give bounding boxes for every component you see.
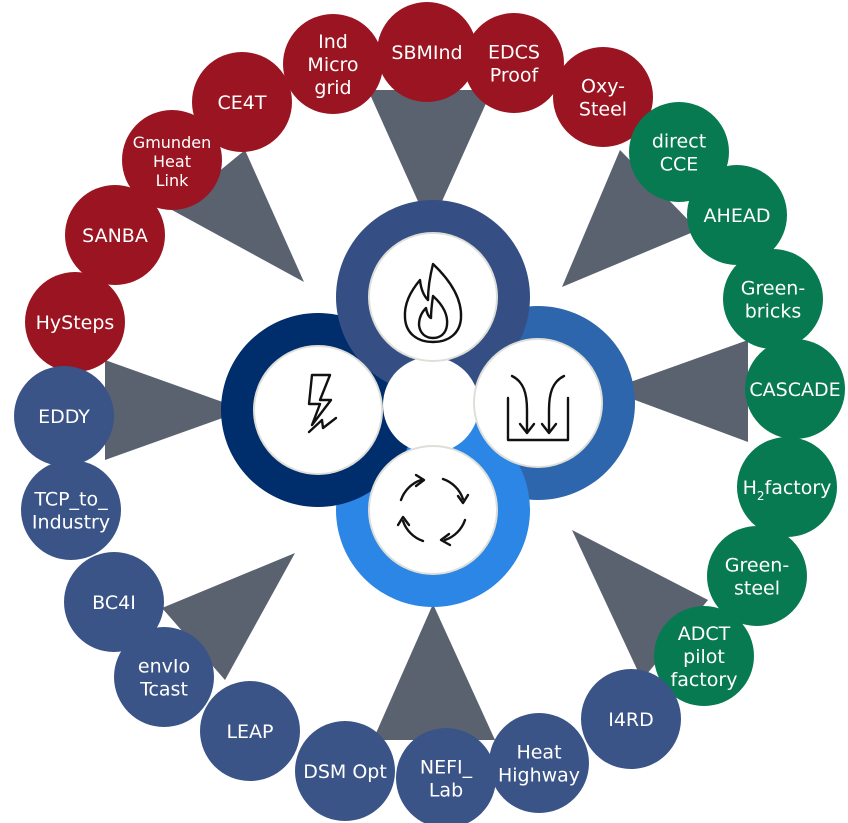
project-node-green: H2factory — [737, 437, 837, 537]
arrow-bottom-left — [162, 553, 295, 680]
project-node-red: CE4T — [192, 52, 292, 152]
flame-icon — [403, 262, 463, 344]
project-circle — [581, 669, 681, 769]
arrow-top — [368, 90, 492, 228]
project-node-green: Green-steel — [707, 526, 807, 626]
project-circle — [192, 52, 292, 152]
project-circle — [114, 627, 214, 727]
project-label: TCP_to_Industry — [32, 489, 110, 534]
project-circle — [396, 728, 496, 823]
project-circle — [122, 110, 222, 210]
arrows-into-container-icon — [506, 374, 570, 442]
project-node-navy: BC4I — [64, 552, 164, 652]
project-label: CE4T — [218, 92, 267, 114]
project-label: DSM Opt — [303, 761, 387, 783]
project-circle — [489, 713, 589, 813]
cycle-arrows-icon — [396, 473, 470, 547]
arrow-bottom — [373, 604, 495, 740]
project-label: H2factory — [743, 477, 832, 503]
project-node-navy: I4RD — [581, 669, 681, 769]
project-label: Green-bricks — [741, 278, 805, 323]
project-circle — [200, 681, 300, 781]
project-node-red: SANBA — [65, 185, 165, 285]
project-circle — [629, 102, 729, 202]
project-circle — [687, 165, 787, 265]
project-label: EDDY — [38, 406, 90, 428]
arrow-right — [608, 340, 748, 442]
project-circle — [707, 526, 807, 626]
project-label: Oxy-Steel — [579, 76, 627, 121]
center-gap — [383, 357, 479, 453]
project-label: CASCADE — [749, 379, 840, 401]
central-rings — [221, 200, 635, 607]
pointer-arrows — [105, 90, 748, 740]
project-label: SANBA — [82, 225, 148, 247]
project-circle — [464, 13, 564, 113]
inner-circle-bottom — [368, 445, 498, 575]
project-circle — [65, 185, 165, 285]
arrow-top-right — [562, 150, 698, 287]
project-circle — [25, 272, 125, 372]
project-circle — [295, 721, 395, 821]
project-node-green: Green-bricks — [723, 249, 823, 349]
project-label: BC4I — [92, 592, 136, 614]
project-node-red: HySteps — [25, 272, 125, 372]
project-label: I4RD — [608, 709, 654, 731]
project-circle — [64, 552, 164, 652]
project-label: NEFI_Lab — [420, 757, 473, 802]
project-circle — [283, 14, 383, 114]
arrow-bottom-right — [572, 530, 708, 680]
project-label: SBMInd — [391, 42, 462, 64]
project-circle — [654, 606, 754, 706]
project-circle — [745, 339, 845, 439]
project-node-navy: EDDY — [14, 366, 114, 466]
project-label: LEAP — [226, 721, 273, 743]
project-circle — [723, 249, 823, 349]
lightning-icon — [307, 373, 338, 434]
project-circle — [21, 460, 121, 560]
project-circle — [377, 2, 477, 102]
project-label: Green-steel — [725, 555, 789, 600]
project-label: HySteps — [36, 312, 115, 334]
project-circle — [737, 437, 837, 537]
project-circle — [14, 366, 114, 466]
project-node-green: CASCADE — [745, 339, 845, 439]
project-node-navy: LEAP — [200, 681, 300, 781]
project-label: AHEAD — [704, 205, 771, 227]
arrow-left — [105, 360, 245, 460]
project-node-navy: NEFI_Lab — [396, 728, 496, 823]
project-node-navy: TCP_to_Industry — [21, 460, 121, 560]
inner-circle-right — [473, 338, 603, 468]
project-circle — [553, 47, 653, 147]
project-node-red: SBMInd — [377, 2, 477, 102]
project-node-red: Oxy-Steel — [553, 47, 653, 147]
project-node-navy: DSM Opt — [295, 721, 395, 821]
project-node-green: AHEAD — [687, 165, 787, 265]
